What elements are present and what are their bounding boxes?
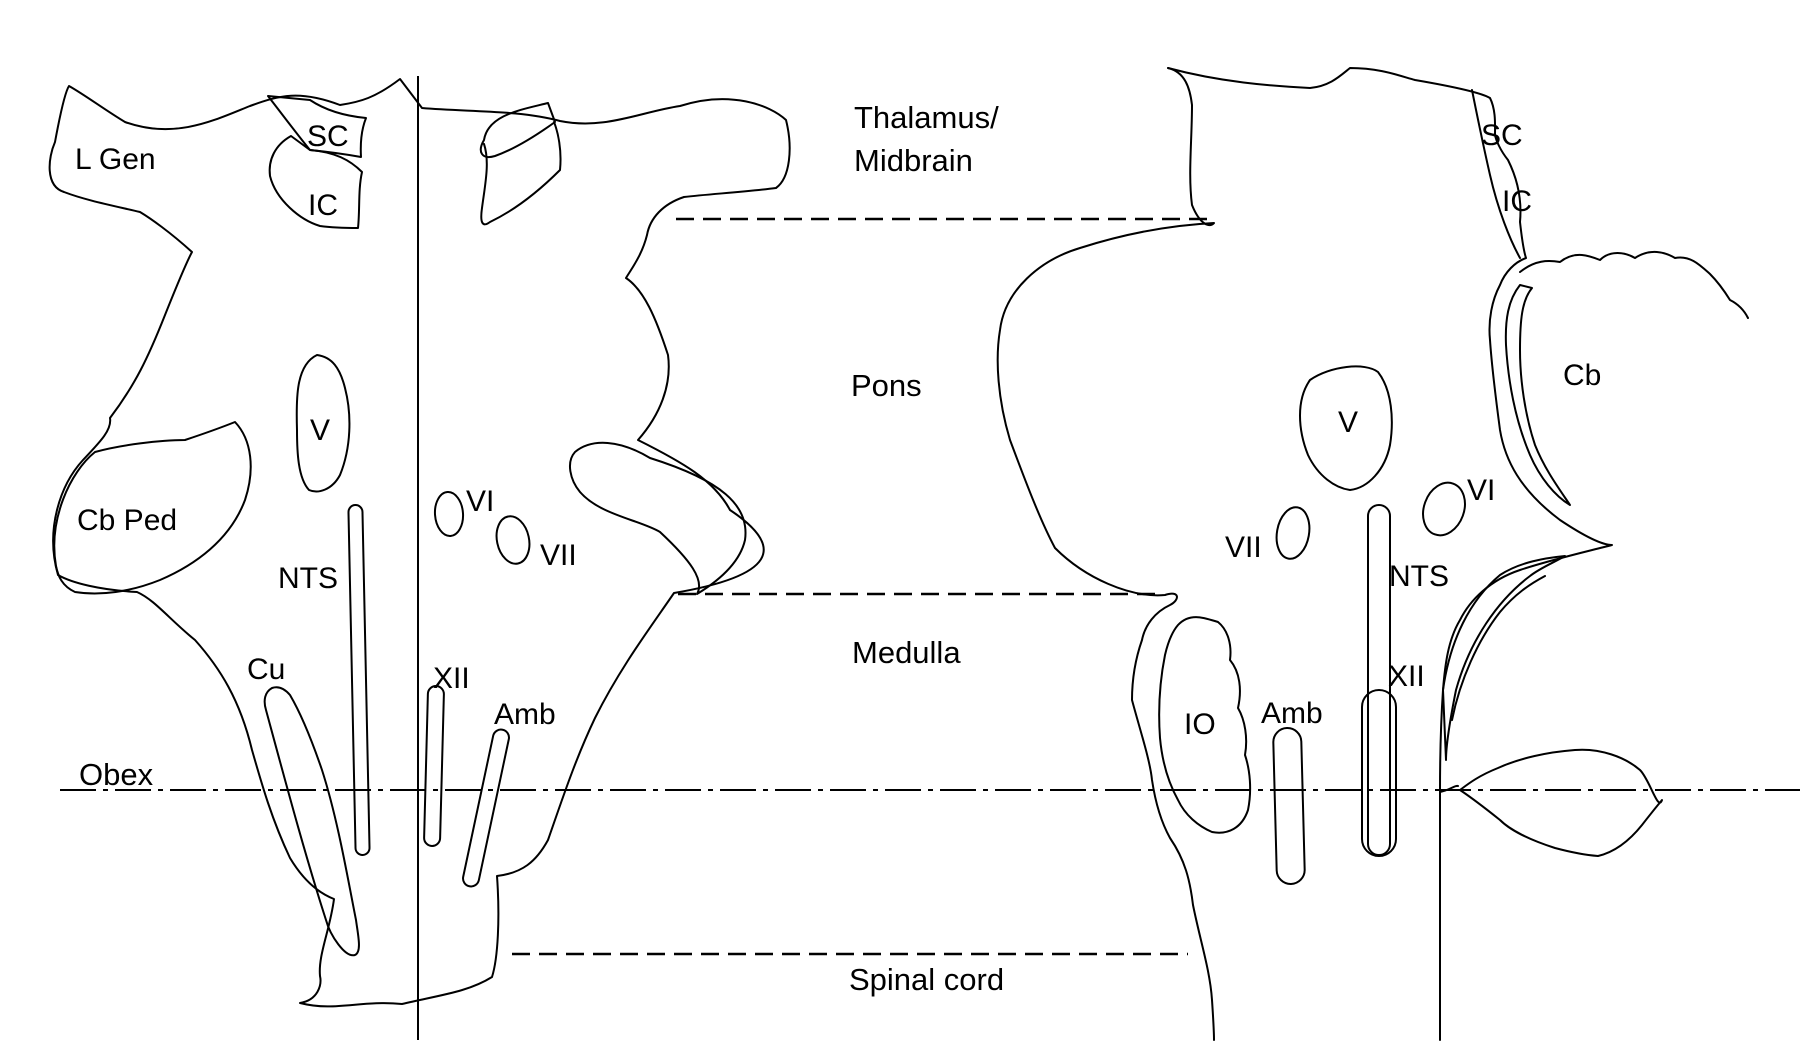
inferior-colliculus-right-outline [480,121,562,226]
lateral-obex-edge [1439,784,1459,793]
label-v-right: V [1338,406,1358,439]
superior-colliculus-outline [267,95,367,158]
label-cu: Cu [247,653,285,686]
label-ic-left: IC [308,189,338,222]
hypoglossal-nucleus-left [423,685,445,847]
label-xii-right: XII [1388,660,1425,693]
label-vi-left: VI [466,485,494,518]
label-vii-left: VII [540,539,577,572]
label-io: IO [1184,708,1216,741]
cuneate-nucleus-outline [263,686,360,957]
lateral-view [996,67,1749,1041]
trigeminal-nucleus-right-outline [1299,365,1393,491]
nucleus-ambiguus-left [462,728,510,888]
abducens-nucleus-right [1422,481,1466,537]
inferior-cerebellar-region [1459,748,1663,857]
label-vii-right: VII [1225,531,1262,564]
cerebellum-inner-folia [1504,284,1571,506]
abducens-nucleus-left [433,491,465,537]
superior-colliculus-right-outline [479,102,556,158]
label-sc-right: SC [1481,119,1523,152]
label-vi-right: VI [1467,474,1495,507]
trigeminal-nucleus-outline [295,354,351,493]
lateral-brainstem-outline [996,67,1215,1041]
dorsal-brainstem-outline [48,78,791,1008]
inferior-olive-outline [1158,616,1252,834]
label-sc-left: SC [307,120,349,153]
label-l-gen: L Gen [75,143,156,176]
label-amb-left: Amb [494,698,556,731]
nts-column [347,504,371,856]
label-thalamus-line2: Midbrain [854,143,973,178]
label-xii-left: XII [433,662,470,695]
facial-nucleus-right [1275,506,1311,560]
label-amb-right: Amb [1261,697,1323,730]
label-thalamus-line1: Thalamus/ [854,100,999,135]
label-spinal-cord: Spinal cord [849,962,1004,997]
inferior-colliculus-outline [268,135,363,229]
facial-nucleus-left [495,515,531,565]
label-medulla: Medulla [852,635,961,670]
nts-column-right [1367,504,1391,856]
inferior-cerebellar-tongue-inner [1451,575,1546,721]
cerebellum-outline [1519,251,1749,319]
label-obex: Obex [79,757,154,792]
label-ic-right: IC [1502,185,1532,218]
label-nts-left: NTS [278,562,338,595]
cerebellar-peduncle-right-outline [568,441,747,595]
dorsal-view [48,76,791,1040]
nucleus-ambiguus-right [1272,727,1306,885]
colliculus-groove [1471,89,1521,259]
inferior-cerebellar-tongue [1442,555,1566,761]
label-cb: Cb [1563,359,1601,392]
label-v-left: V [310,414,330,447]
label-pons: Pons [851,368,922,403]
label-cb-ped: Cb Ped [77,504,177,537]
label-nts-right: NTS [1389,560,1449,593]
cerebellar-peduncle-outline [53,421,252,595]
